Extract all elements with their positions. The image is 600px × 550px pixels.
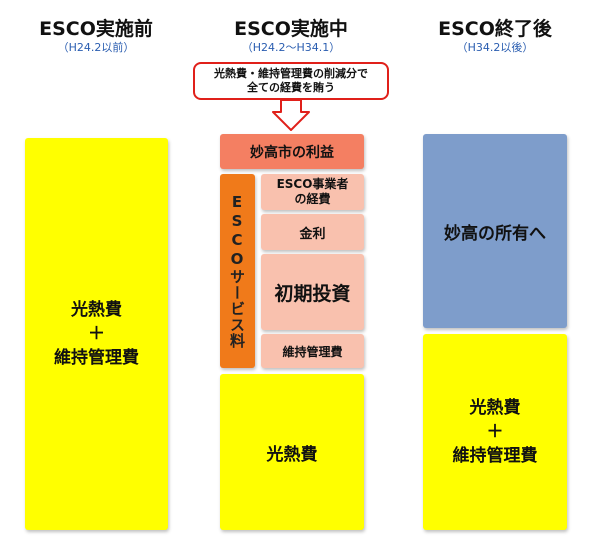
during-maintenance-label: 維持管理費 bbox=[282, 344, 343, 359]
city-profit-label: 妙高市の利益 bbox=[250, 144, 334, 161]
during-utility-block: 光熱費 bbox=[220, 374, 364, 530]
column-subtitle-during: （H24.2～H34.1） bbox=[241, 41, 341, 54]
initial-investment-label: 初期投資 bbox=[274, 282, 351, 305]
before-utility-label: 光熱費 bbox=[71, 300, 122, 320]
ownership-block: 妙高の所有へ bbox=[423, 134, 567, 328]
during-maintenance-block: 維持管理費 bbox=[261, 334, 364, 368]
esco-company-cost-block: ESCO事業者 の経費 bbox=[261, 174, 364, 210]
ownership-label: 妙高の所有へ bbox=[444, 223, 546, 244]
esco-company-cost-line-1: ESCO事業者 bbox=[276, 177, 349, 191]
city-profit-block: 妙高市の利益 bbox=[220, 134, 364, 169]
savings-callout: 光熱費・維持管理費の削減分で 全ての経費を賄う bbox=[193, 62, 389, 100]
esco-service-fee-label: ESCOサービス料 bbox=[228, 193, 246, 349]
column-subtitle-after: （H34.2以後） bbox=[456, 41, 534, 54]
after-plus-sign: ＋ bbox=[486, 422, 504, 442]
down-arrow-icon bbox=[272, 99, 310, 131]
before-plus-sign: ＋ bbox=[88, 324, 105, 344]
callout-line-2: 全ての経費を賄う bbox=[247, 81, 335, 94]
before-maintenance-label: 維持管理費 bbox=[54, 348, 139, 368]
column-title-before: ESCO実施前 bbox=[39, 18, 153, 40]
callout-line-1: 光熱費・維持管理費の削減分で bbox=[214, 67, 368, 80]
column-title-after: ESCO終了後 bbox=[438, 18, 552, 40]
initial-investment-block: 初期投資 bbox=[261, 254, 364, 330]
esco-service-fee-block: ESCOサービス料 bbox=[220, 174, 255, 368]
interest-label: 金利 bbox=[299, 226, 326, 242]
after-maintenance-label: 維持管理費 bbox=[452, 446, 538, 466]
column-subtitle-before: （H24.2以前） bbox=[57, 41, 135, 54]
esco-company-cost-line-2: の経費 bbox=[294, 192, 331, 206]
before-cost-block: 光熱費 ＋ 維持管理費 bbox=[25, 138, 168, 530]
after-cost-block: 光熱費 ＋ 維持管理費 bbox=[423, 334, 567, 530]
during-utility-label: 光熱費 bbox=[266, 444, 318, 465]
interest-block: 金利 bbox=[261, 214, 364, 250]
after-utility-label: 光熱費 bbox=[469, 398, 521, 418]
column-title-during: ESCO実施中 bbox=[234, 18, 348, 40]
